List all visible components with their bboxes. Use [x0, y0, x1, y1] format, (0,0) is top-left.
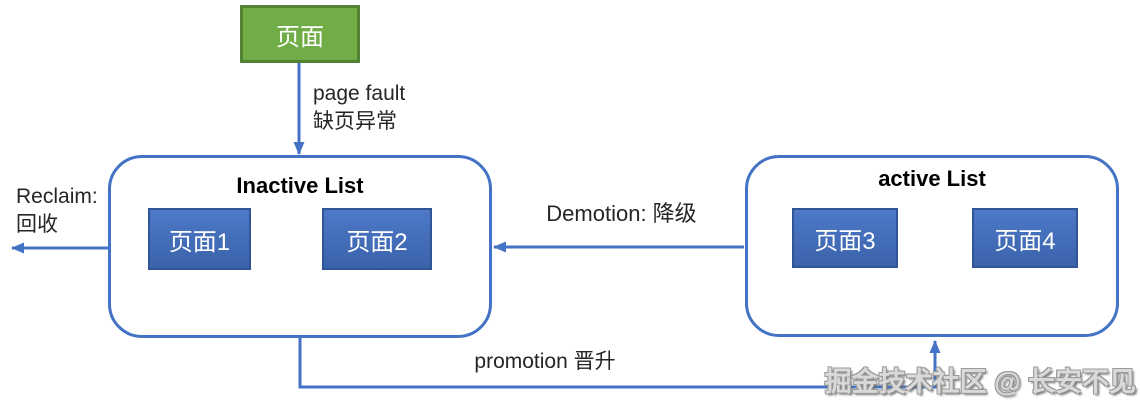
watermark-text: 掘金技术社区 @ 长安不见	[824, 367, 1136, 397]
promotion-arrow	[298, 337, 941, 389]
page-fault-label-zh: 缺页异常	[313, 110, 397, 133]
page-node-label: 页面	[276, 23, 324, 51]
page-fault-label: page fault 缺页异常	[313, 80, 405, 136]
active-list-title: active List	[878, 166, 986, 191]
reclaim-label-zh: 回收	[16, 213, 58, 236]
page-fault-label-en: page fault	[313, 82, 406, 105]
inactive-list-title: Inactive List	[236, 173, 364, 198]
reclaim-label: Reclaim: 回收	[16, 183, 98, 239]
page3-label: 页面3	[814, 227, 876, 255]
page2-label: 页面2	[346, 228, 408, 256]
promotion-label: promotion 晋升	[474, 350, 616, 373]
page4-node: 页面4	[972, 208, 1078, 268]
page-node: 页面	[240, 5, 360, 63]
page1-label: 页面1	[168, 228, 231, 256]
reclaim-label-en: Reclaim:	[16, 185, 98, 208]
page1-node: 页面1	[148, 208, 251, 270]
page3-node: 页面3	[792, 208, 898, 268]
page4-label: 页面4	[994, 227, 1056, 255]
page2-node: 页面2	[322, 208, 432, 270]
demotion-label: Demotion: 降级	[546, 201, 697, 226]
